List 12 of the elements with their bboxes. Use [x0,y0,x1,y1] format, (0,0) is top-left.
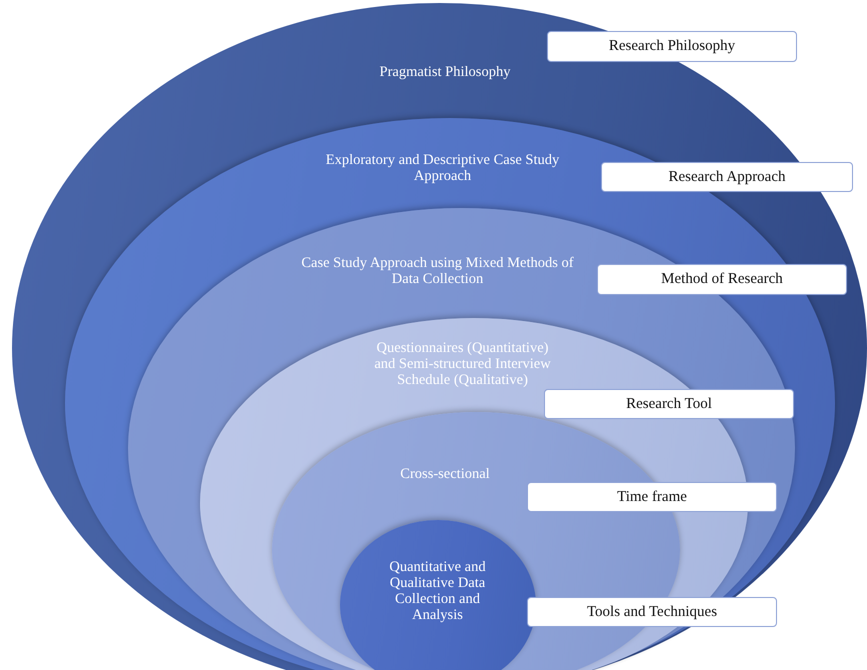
layer-label: Questionnaires (Quantitative) and Semi-structured Interview Schedule (Qualitative) [373,340,552,388]
layer-label: Exploratory and Descriptive Case Study Approach [324,152,560,184]
layer-label: Case Study Approach using Mixed Methods of Data Collection [300,255,575,287]
layer-label: Quantitative and Qualitative Data Collection and Analysis [388,559,487,623]
label-box: Research Philosophy [547,31,797,62]
label-box: Method of Research [597,264,847,295]
layer-label: Pragmatist Philosophy [378,64,512,80]
label-box: Tools and Techniques [527,597,777,627]
layer-label: Cross-sectional [399,466,491,482]
label-box: Time frame [527,482,777,512]
label-box: Research Tool [544,389,794,419]
label-box: Research Approach [601,162,853,192]
